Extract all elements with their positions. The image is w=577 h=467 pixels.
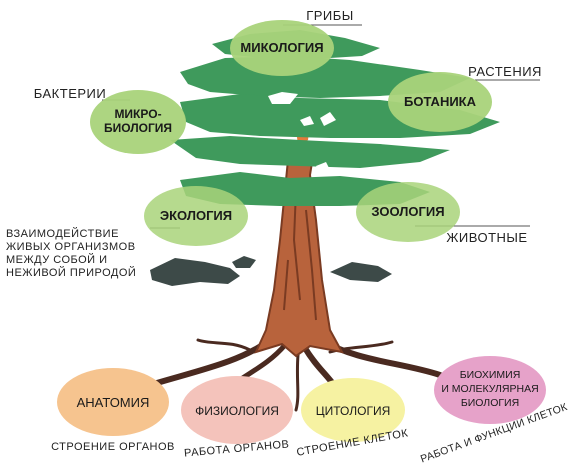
foliage-shadow: [150, 258, 240, 286]
ecology-subject-line: НЕЖИВОЙ ПРИРОДОЙ: [6, 267, 137, 279]
foliage-shadow-small: [232, 256, 256, 268]
root-cytology: ЦИТОЛОГИЯ СТРОЕНИЕ КЛЕТОК: [296, 378, 409, 459]
microbiology-title-line2: БИОЛОГИЯ: [104, 121, 172, 135]
ecology-subject-line: ЖИВЫХ ОРГАНИЗМОВ: [6, 241, 136, 253]
microbiology-subject: БАКТЕРИИ: [34, 86, 106, 101]
ecology-title: ЭКОЛОГИЯ: [160, 208, 232, 223]
zoology-subject: ЖИВОТНЫЕ: [446, 230, 527, 245]
ecology-subject-line: ВЗАИМОДЕЙСТВИЕ: [6, 228, 119, 240]
root-physiology: ФИЗИОЛОГИЯ РАБОТА ОРГАНОВ: [181, 376, 293, 460]
zoology-title: ЗООЛОГИЯ: [371, 204, 444, 219]
branch-mycology: МИКОЛОГИЯ: [230, 20, 334, 76]
ecology-subject-line: МЕЖДУ СОБОЙ И: [6, 254, 108, 266]
foliage-shadow-right: [330, 262, 392, 282]
foliage-gaps: [268, 92, 336, 172]
branch-microbiology: МИКРО- БИОЛОГИЯ: [90, 90, 186, 154]
mycology-subject: ГРИБЫ: [306, 8, 354, 23]
microbiology-title-line1: МИКРО-: [114, 107, 161, 121]
botany-subject: РАСТЕНИЯ: [468, 64, 542, 79]
physiology-title: ФИЗИОЛОГИЯ: [195, 404, 279, 418]
branch-ecology: ЭКОЛОГИЯ: [144, 186, 248, 246]
tree-trunk: [254, 138, 344, 358]
biochemistry-title-line2: И МОЛЕКУЛЯРНАЯ: [441, 383, 538, 395]
trunk-texture: [283, 189, 317, 321]
ecology-subject: ВЗАИМОДЕЙСТВИЕ ЖИВЫХ ОРГАНИЗМОВ МЕЖДУ СО…: [6, 228, 146, 280]
cytology-title: ЦИТОЛОГИЯ: [316, 404, 391, 418]
root-anatomy: АНАТОМИЯ СТРОЕНИЕ ОРГАНОВ: [51, 368, 175, 453]
branch-zoology: ЗООЛОГИЯ: [356, 182, 460, 242]
anatomy-subject: СТРОЕНИЕ ОРГАНОВ: [51, 441, 175, 453]
branch-botany: БОТАНИКА: [388, 72, 492, 132]
biochemistry-title-line3: БИОЛОГИЯ: [461, 397, 519, 409]
anatomy-title: АНАТОМИЯ: [77, 395, 150, 410]
biochemistry-title-line1: БИОХИМИЯ: [460, 369, 521, 381]
botany-title: БОТАНИКА: [404, 94, 477, 109]
mycology-title: МИКОЛОГИЯ: [240, 40, 323, 55]
